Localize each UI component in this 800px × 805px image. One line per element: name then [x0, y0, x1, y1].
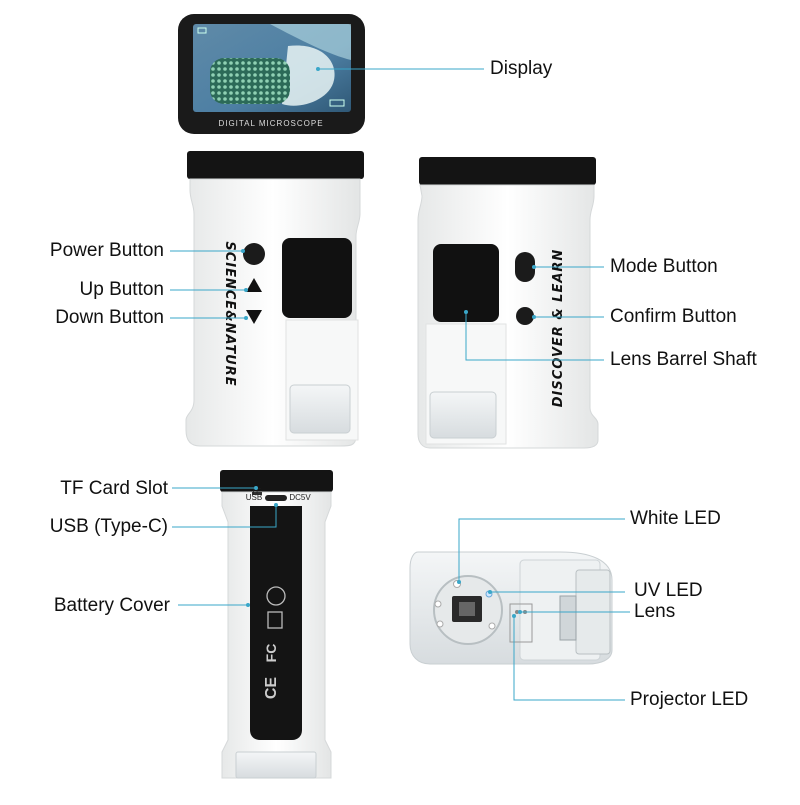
label-power-button: Power Button — [49, 240, 164, 261]
top-cap — [187, 151, 364, 179]
label-usb-type-c: USB (Type-C) — [49, 516, 168, 537]
ce-mark-icon: CE — [263, 677, 280, 700]
down-button[interactable] — [246, 310, 262, 324]
weee-bin-icon — [267, 611, 283, 629]
confirm-button[interactable] — [516, 307, 534, 325]
bottom-view — [409, 551, 613, 665]
label-battery-cover: Battery Cover — [53, 595, 170, 616]
port-dc: DC5V — [289, 493, 311, 502]
label-display: Display — [490, 58, 553, 79]
top-cap — [220, 470, 333, 492]
battery-cover — [250, 506, 302, 740]
front-view-left: SCIENCE&NATURE — [185, 151, 364, 447]
port-tf: TF — [251, 487, 261, 496]
lens-barrel-window — [433, 244, 499, 322]
fc-mark-icon: FC — [263, 644, 279, 663]
specimen-image — [210, 58, 290, 104]
power-button[interactable] — [243, 243, 265, 265]
leader-lines — [170, 68, 630, 701]
back-view: TF USB DC5V FC CE — [220, 470, 333, 779]
label-confirm-button: Confirm Button — [610, 306, 737, 327]
port-usb: USB — [246, 493, 262, 502]
projector-led — [509, 603, 533, 643]
label-lens-barrel-shaft: Lens Barrel Shaft — [610, 349, 757, 370]
screen-caption: DIGITAL MICROSCOPE — [218, 119, 323, 128]
label-white-led: White LED — [630, 508, 721, 529]
label-projector-led: Projector LED — [630, 689, 749, 710]
left-side-print: SCIENCE&NATURE — [222, 241, 237, 386]
usb-c-port — [265, 495, 287, 501]
leader-dots — [241, 67, 536, 618]
up-button[interactable] — [246, 278, 262, 292]
top-cap — [419, 157, 596, 185]
lens-barrel-window — [282, 238, 352, 318]
label-lens: Lens — [634, 601, 676, 622]
label-mode-button: Mode Button — [610, 256, 718, 277]
front-view-right: DISCOVER & LEARN — [417, 157, 599, 449]
label-up-button: Up Button — [79, 279, 165, 300]
label-down-button: Down Button — [55, 307, 164, 328]
label-uv-led: UV LED — [634, 580, 703, 601]
mode-button[interactable] — [515, 252, 535, 282]
display-unit: DIGITAL MICROSCOPE — [178, 14, 365, 134]
tf-card-slot — [252, 492, 262, 495]
label-tf-card-slot: TF Card Slot — [60, 478, 168, 499]
recycle-icon — [266, 586, 286, 606]
right-side-print: DISCOVER & LEARN — [551, 249, 566, 408]
